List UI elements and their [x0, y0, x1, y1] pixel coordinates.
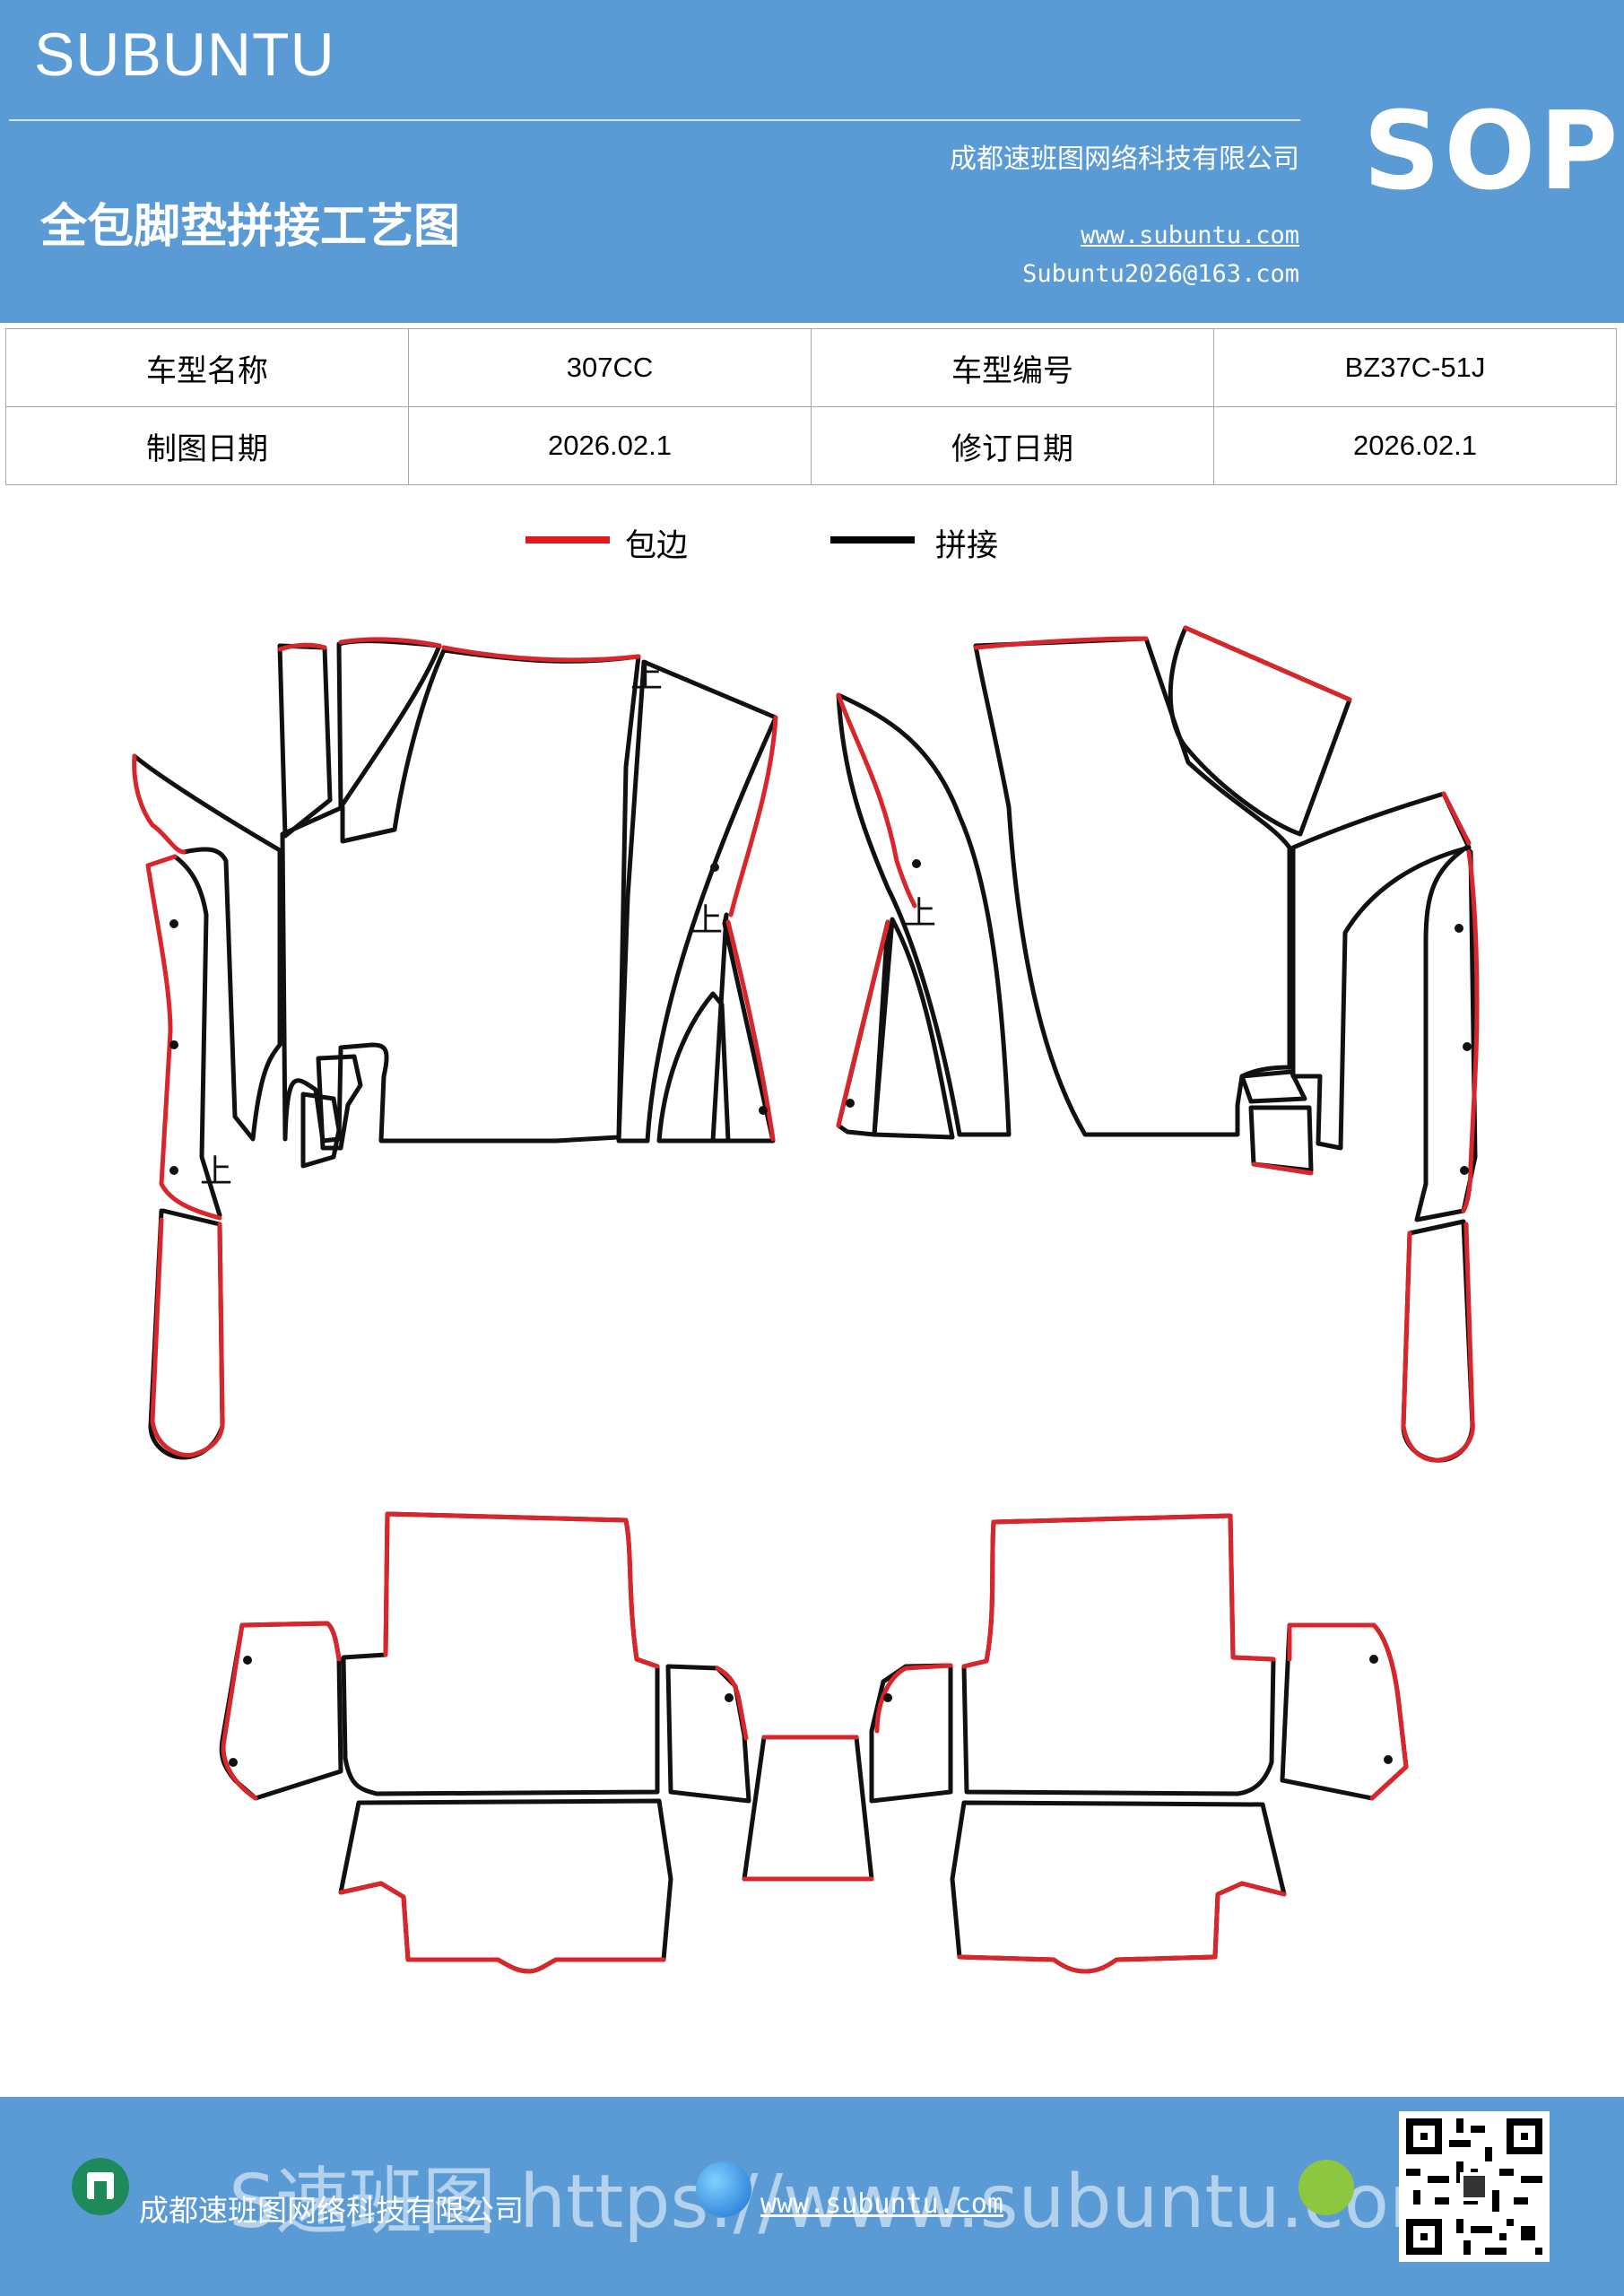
front-left-inner-pillar: [277, 643, 333, 839]
rear-left-inner-flap-edge: [715, 1665, 749, 1741]
front-left-side-strip-edge: [145, 854, 222, 1221]
website-link[interactable]: www.subuntu.com: [1081, 222, 1299, 249]
company-name: 成都速班图网络科技有限公司: [950, 144, 1299, 175]
front-left-tunnel-lower: [656, 991, 731, 1144]
floor-mat-diagram: 上 上 上 上: [132, 625, 1480, 1974]
front-right-gas-pedal-triangle: [1168, 625, 1352, 837]
front-left-pedal-cutout: [316, 1054, 363, 1151]
rear-left-main-top: [341, 1511, 660, 1796]
front-right-heel: [1401, 1219, 1475, 1463]
header-divider: [9, 119, 1300, 121]
front-right-cap: [1239, 1069, 1307, 1104]
document-title: 全包脚垫拼接工艺图: [40, 199, 461, 254]
front-left-top-edge: [441, 645, 641, 663]
revision-date-value: 2026.02.1: [1213, 406, 1617, 485]
front-right-mat-group: [836, 625, 1480, 1463]
front-right-tunnel: [836, 692, 1012, 1137]
footer-watermark: S速班图 https://www.subuntu.com: [229, 2160, 1461, 2245]
front-left-main-section: [336, 639, 442, 810]
front-right-heel-edge: [1251, 1161, 1314, 1176]
revision-date-label: 修订日期: [811, 406, 1214, 485]
front-right-side-panel: [1290, 791, 1472, 1151]
front-right-tunnel-lower: [872, 917, 955, 1140]
legend: 包边 拼接: [0, 520, 1624, 574]
rear-left-mat-group: [219, 1511, 751, 1974]
rear-right-outer-flap-edge: [1287, 1622, 1409, 1801]
front-left-tunnel-edge: [728, 715, 778, 918]
table-row: 制图日期 2026.02.1 修订日期 2026.02.1: [5, 406, 1617, 485]
vehicle-info-table: 车型名称 307CC 车型编号 BZ37C-51J 制图日期 2026.02.1…: [5, 328, 1617, 485]
rear-center-tunnel-edge: [742, 1735, 874, 1882]
front-left-heel-edge: [150, 1217, 225, 1457]
seam-swatch: [830, 536, 915, 544]
globe-icon: [696, 2161, 751, 2217]
model-name-label: 车型名称: [5, 328, 409, 407]
rear-center-tunnel-mat: [742, 1735, 874, 1882]
seam-label: 拼接: [935, 528, 999, 564]
up-mark: 上: [690, 902, 723, 939]
front-right-side-edge: [1441, 791, 1472, 846]
rear-left-main-bottom-edge: [338, 1881, 666, 1974]
front-left-center-panel: [280, 648, 641, 1144]
rear-left-main-top-edge: [383, 1511, 660, 1669]
front-left-main-edge: [338, 637, 442, 648]
brand-name: SUBUNTU: [34, 21, 335, 89]
front-left-pedal-block: [300, 1091, 342, 1169]
header-banner: SUBUNTU 全包脚垫拼接工艺图 成都速班图网络科技有限公司 www.subu…: [0, 0, 1624, 323]
up-mark: 上: [200, 1153, 232, 1190]
front-right-tunnel-strip-edge: [836, 919, 890, 1128]
front-left-side-strip: [172, 854, 222, 1218]
rear-right-inner-flap: [869, 1663, 953, 1804]
front-right-door-strip: [1414, 845, 1478, 1222]
model-code-label: 车型编号: [811, 328, 1214, 407]
front-left-tunnel-strip-edge: [725, 919, 776, 1142]
front-left-door-strip-edge: [132, 753, 187, 855]
wechat-icon: [1298, 2160, 1354, 2215]
draw-date-value: 2026.02.1: [408, 406, 812, 485]
front-left-mat-group: [132, 637, 778, 1460]
rear-left-main-bottom: [338, 1798, 673, 1974]
draw-date-label: 制图日期: [5, 406, 409, 485]
edge-binding-label: 包边: [625, 528, 689, 564]
front-right-center-panel: [973, 636, 1292, 1137]
sop-badge: SOP: [1363, 90, 1622, 214]
rear-right-inner-flap-edge: [874, 1663, 953, 1734]
building-icon: [72, 2158, 129, 2215]
front-left-inner-pillar-edge: [277, 642, 327, 652]
front-right-door-strip-edge: [1461, 849, 1480, 1213]
footer-website[interactable]: www.subuntu.com: [760, 2188, 1003, 2220]
front-left-tunnel-piece: [616, 659, 778, 1144]
front-right-heel-blocks: [1248, 1105, 1314, 1173]
model-name-value: 307CC: [408, 328, 812, 407]
rear-right-main-top: [961, 1513, 1276, 1796]
edge-binding-swatch: [525, 536, 610, 544]
up-mark: 上: [904, 895, 936, 932]
qr-code[interactable]: [1399, 2111, 1550, 2262]
rear-right-main-bottom-edge: [957, 1881, 1287, 1974]
rear-left-outer-flap-edge: [221, 1621, 342, 1801]
front-right-tunnel-edge: [836, 692, 917, 909]
front-right-triangle-edge: [1183, 625, 1352, 702]
rear-right-mat-group: [869, 1513, 1409, 1974]
fastener-dots: [169, 859, 1472, 1767]
front-right-heel-edge: [1401, 1222, 1475, 1463]
table-row: 车型名称 307CC 车型编号 BZ37C-51J: [5, 328, 1617, 407]
footer-banner: [0, 2097, 1624, 2296]
up-mark: 上: [630, 658, 663, 695]
model-code-value: BZ37C-51J: [1213, 328, 1617, 407]
email-address: Subuntu2026@163.com: [1022, 260, 1299, 288]
footer-company: 成都速班图网络科技有限公司: [139, 2193, 524, 2228]
front-right-top-edge: [973, 636, 1149, 650]
front-left-door-strip: [132, 753, 282, 1142]
rear-right-main-top-edge: [961, 1513, 1276, 1669]
